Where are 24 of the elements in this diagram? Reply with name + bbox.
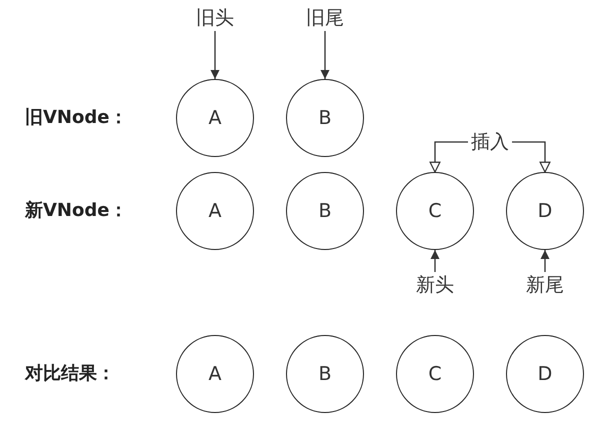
arrow	[320, 31, 330, 79]
node-circle: B	[286, 79, 364, 157]
arrow	[430, 141, 468, 173]
node-circle: A	[176, 335, 254, 413]
node-circle: D	[506, 172, 584, 250]
node-circle: C	[396, 335, 474, 413]
pointer-label: 旧尾	[303, 5, 347, 31]
arrow	[210, 31, 220, 79]
row-label: 对比结果：	[25, 362, 115, 385]
arrow	[512, 141, 550, 173]
row-label: 旧VNode：	[25, 106, 128, 129]
node-circle: D	[506, 335, 584, 413]
pointer-label: 旧头	[193, 5, 237, 31]
node-circle: A	[176, 172, 254, 250]
node-circle: B	[286, 172, 364, 250]
row-label: 新VNode：	[25, 199, 128, 222]
pointer-label: 插入	[468, 129, 512, 155]
pointer-label: 新尾	[523, 272, 567, 298]
node-circle: B	[286, 335, 364, 413]
pointer-label: 新头	[413, 272, 457, 298]
node-circle: A	[176, 79, 254, 157]
arrow	[430, 250, 440, 272]
arrow	[540, 250, 550, 272]
node-circle: C	[396, 172, 474, 250]
